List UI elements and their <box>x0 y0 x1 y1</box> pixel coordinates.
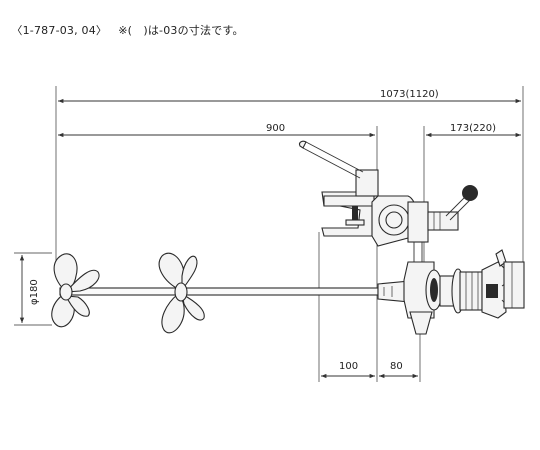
diameter-label: φ180 <box>29 279 40 305</box>
overall-length-label: 1073(1120) <box>380 89 439 100</box>
motor-coupling <box>403 249 525 335</box>
propeller-tip <box>51 253 100 328</box>
model-code: 〈1-787-03, 04〉 <box>11 24 108 37</box>
stirring-shaft <box>59 280 411 303</box>
header-line: 〈1-787-03, 04〉 ※( )は-03の寸法です。 <box>4 9 244 38</box>
extension-lines <box>14 86 524 382</box>
dimension-overall-length: 1073(1120) <box>58 89 521 104</box>
shaft-length-label: 900 <box>266 123 285 134</box>
mount-clamp <box>299 140 379 237</box>
holder-joint <box>371 185 478 262</box>
dimension-impeller-diameter: φ180 <box>19 254 40 323</box>
propeller-mid <box>158 252 205 334</box>
dimension-shaft-length: 900 <box>58 123 375 138</box>
dimension-mount-length: 173(220) <box>426 123 521 138</box>
mount-length-label: 173(220) <box>450 123 496 134</box>
dimension-note: ※( )は-03の寸法です。 <box>118 24 244 37</box>
clamp-depth-a-label: 100 <box>339 361 358 372</box>
dimension-clamp-depth: 100 80 <box>321 361 418 379</box>
clamp-depth-b-label: 80 <box>390 361 403 372</box>
